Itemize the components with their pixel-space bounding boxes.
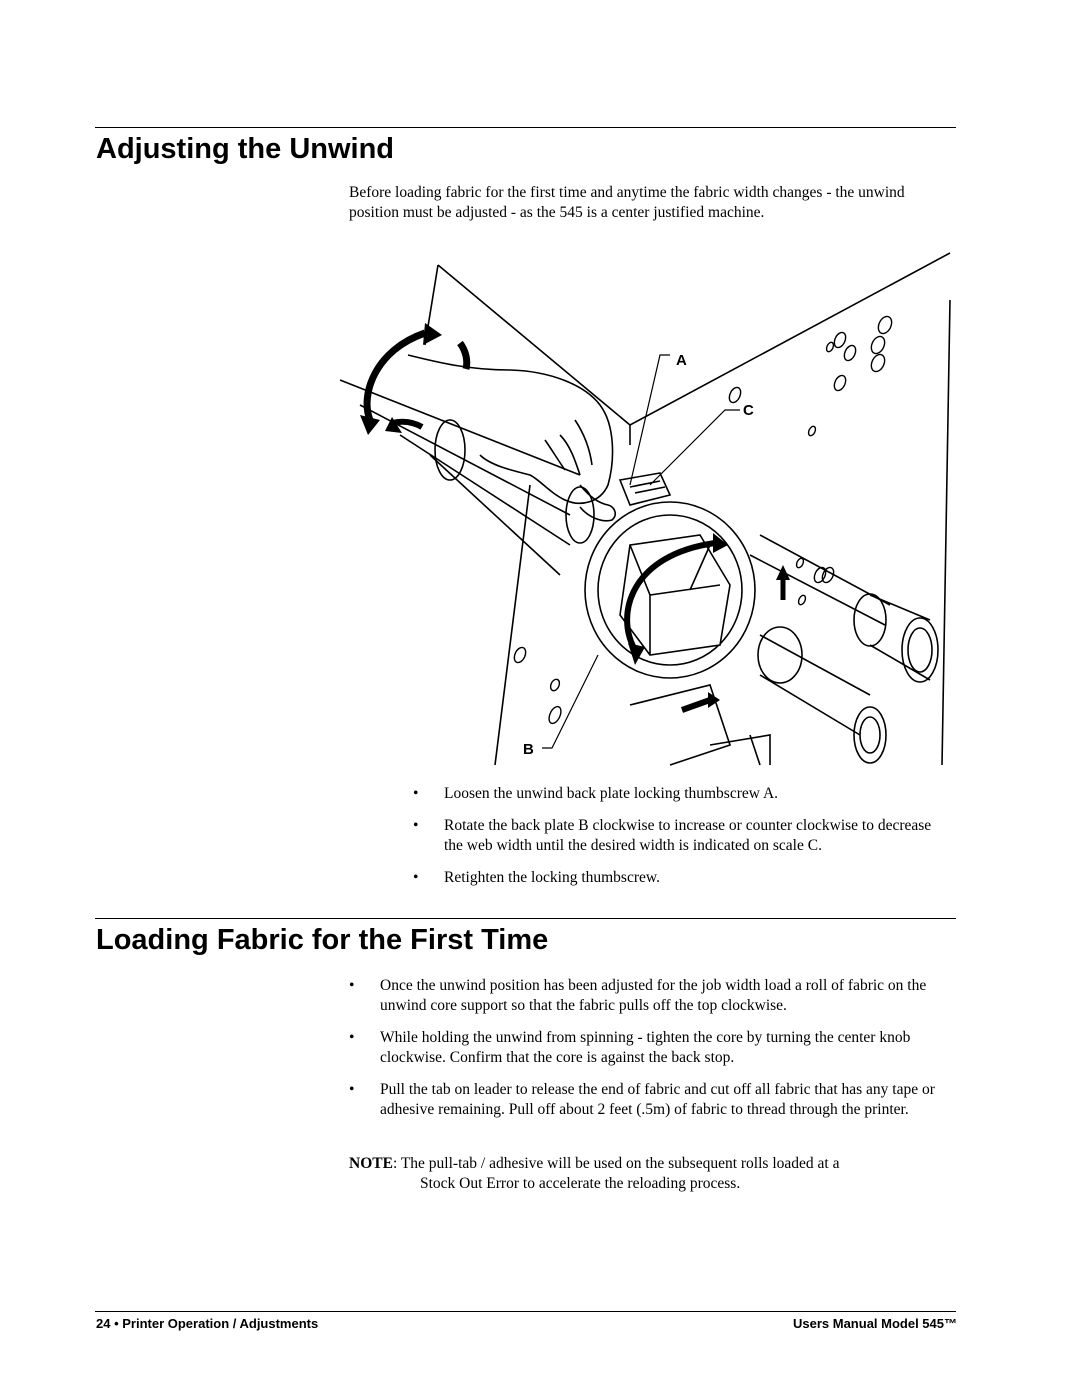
footer-left-text: 24 • Printer Operation / Adjustments bbox=[96, 1316, 319, 1331]
intro-paragraph: Before loading fabric for the first time… bbox=[349, 184, 905, 221]
list-item: •Once the unwind position has been adjus… bbox=[349, 977, 927, 1014]
footer-right-text: Users Manual Model 545™ bbox=[793, 1316, 957, 1331]
section-title-loading-fabric: Loading Fabric for the First Time bbox=[96, 924, 549, 956]
bullet-icon: • bbox=[349, 1029, 355, 1046]
unwind-adjustment-figure: A C B bbox=[339, 252, 951, 766]
section-rule-middle bbox=[95, 918, 956, 919]
list-item: •Retighten the locking thumbscrew. bbox=[413, 869, 660, 886]
note-block: NOTE: The pull-tab / adhesive will be us… bbox=[349, 1154, 951, 1194]
figure-label-c: C bbox=[743, 402, 754, 419]
bullet-icon: • bbox=[413, 869, 419, 886]
footer-rule bbox=[95, 1311, 956, 1312]
list-item: •Loosen the unwind back plate locking th… bbox=[413, 785, 779, 802]
note-label: NOTE bbox=[349, 1155, 393, 1172]
section-title-adjusting-unwind: Adjusting the Unwind bbox=[96, 133, 395, 165]
list-item: •Rotate the back plate B clockwise to in… bbox=[413, 817, 932, 854]
list-item: •Pull the tab on leader to release the e… bbox=[349, 1081, 935, 1118]
page-footer: 24 • Printer Operation / Adjustments Use… bbox=[96, 1316, 957, 1331]
bullet-icon: • bbox=[349, 977, 355, 994]
bullet-icon: • bbox=[349, 1081, 355, 1098]
figure-label-a: A bbox=[676, 352, 687, 369]
unwind-steps-list: •Loosen the unwind back plate locking th… bbox=[413, 784, 953, 888]
note-text-line1: : The pull-tab / adhesive will be used o… bbox=[392, 1155, 840, 1172]
figure-label-b: B bbox=[523, 741, 534, 758]
list-item: •While holding the unwind from spinning … bbox=[349, 1029, 911, 1066]
loading-steps-list: •Once the unwind position has been adjus… bbox=[349, 976, 951, 1120]
bullet-icon: • bbox=[413, 785, 419, 802]
bullet-icon: • bbox=[413, 817, 419, 834]
note-text-line2: Stock Out Error to accelerate the reload… bbox=[420, 1175, 741, 1192]
section-rule-top bbox=[95, 127, 956, 128]
